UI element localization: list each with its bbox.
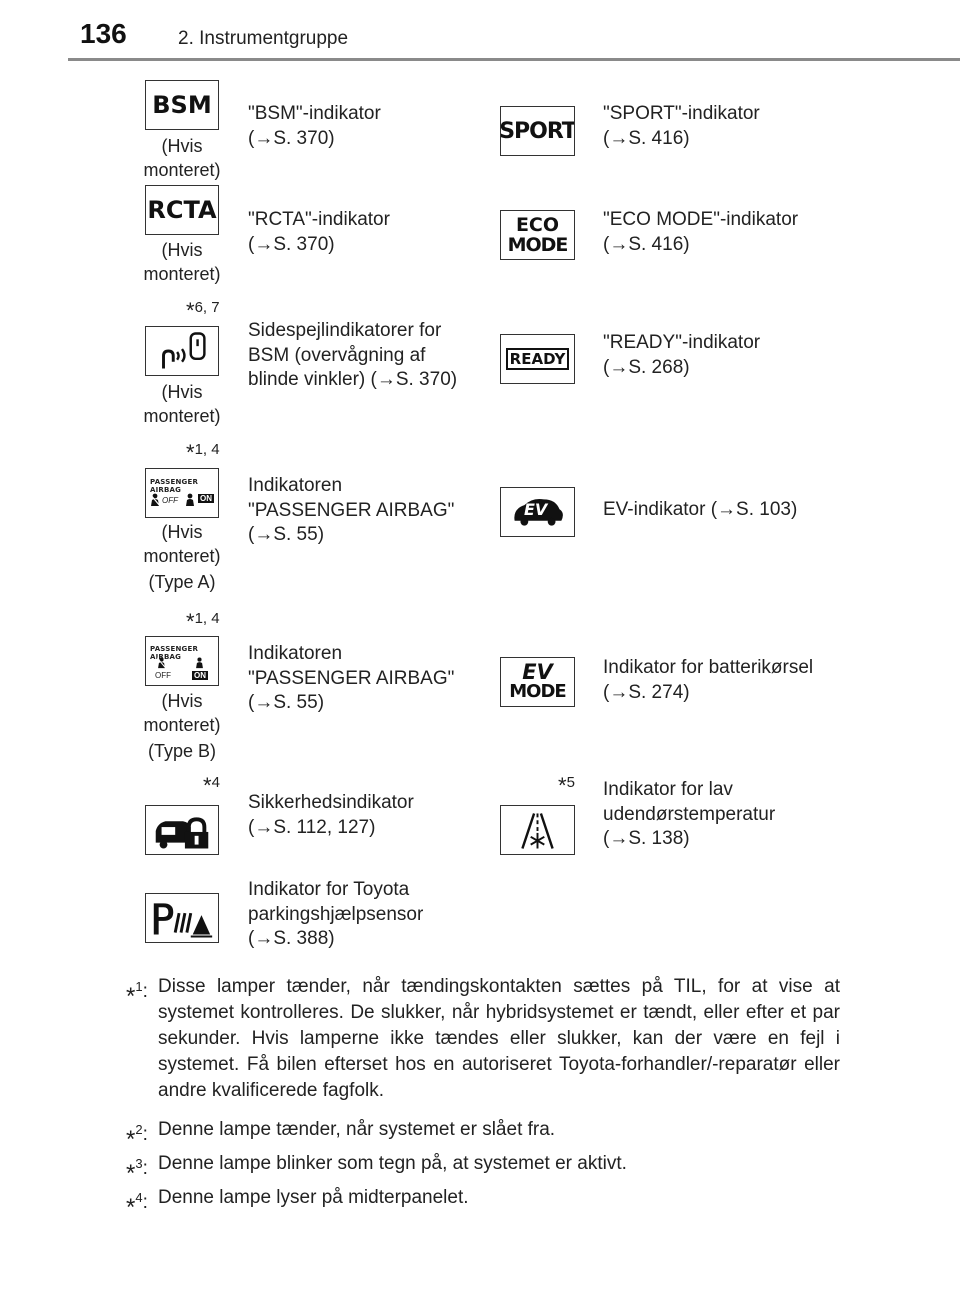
page-number: 136 [80,18,127,49]
security-description: Sikkerhedsindikator(→S. 112, 127) [248,792,414,838]
side-mirror-icon [145,326,219,376]
ev-description: EV-indikator (→S. 103) [603,499,798,520]
rcta-description: "RCTA"-indikator(→S. 370) [248,209,390,255]
ev-mode-indicator-icon: EV MODE [500,657,575,707]
bsm-description: "BSM"-indikator(→S. 370) [248,103,381,149]
bsm-indicator-icon: BSM [145,80,219,130]
parking-sensor-icon [145,893,219,943]
security-lock-car-icon [145,805,219,855]
ready-description: "READY"-indikator(→S. 268) [603,332,761,378]
ready-indicator-icon: READY [500,334,575,384]
footnote-3: *3: Denne lampe blinker som tegn på, at … [126,1153,627,1187]
sport-description: "SPORT"-indikator(→S. 416) [603,103,760,149]
footnote-ref: *1, 4 [186,440,220,465]
passenger-airbag-type-b-icon: PASSENGER AIRBAG OFF ON [145,636,219,686]
footnote-1: *1: Disse lamper tænder, når tændingskon… [126,976,840,1101]
rcta-indicator-icon: RCTA [145,185,219,235]
eco-mode-indicator-icon: ECO MODE [500,210,575,260]
footnote-ref: *1, 4 [186,609,220,634]
header-divider [68,58,960,61]
footnote-4: *4: Denne lampe lyser på midterpanelet. [126,1187,469,1221]
passenger-airbag-type-a-icon: PASSENGER AIRBAG OFF ON [145,468,219,518]
ev-indicator-icon: EV [500,487,575,537]
section-title: 2. Instrumentgruppe [178,28,349,49]
footnote-2: *2: Denne lampe tænder, når systemet er … [126,1119,556,1153]
footnote-ref: *6, 7 [186,298,220,323]
sport-indicator-icon: SPORT [500,106,575,156]
eco-mode-description: "ECO MODE"-indikator(→S. 416) [603,209,799,255]
footnote-ref: *4 [203,773,220,798]
ev-mode-description: Indikator for batterikørsel(→S. 274) [603,657,814,703]
passenger-airbag-b-description: Indikatoren"PASSENGER AIRBAG"(→S. 55) [248,643,455,713]
low-temperature-icon [500,805,575,855]
footnote-ref: *5 [558,773,575,798]
page-header: 136 2. Instrumentgruppe [0,0,960,61]
passenger-airbag-a-description: Indikatoren"PASSENGER AIRBAG"(→S. 55) [248,475,455,545]
